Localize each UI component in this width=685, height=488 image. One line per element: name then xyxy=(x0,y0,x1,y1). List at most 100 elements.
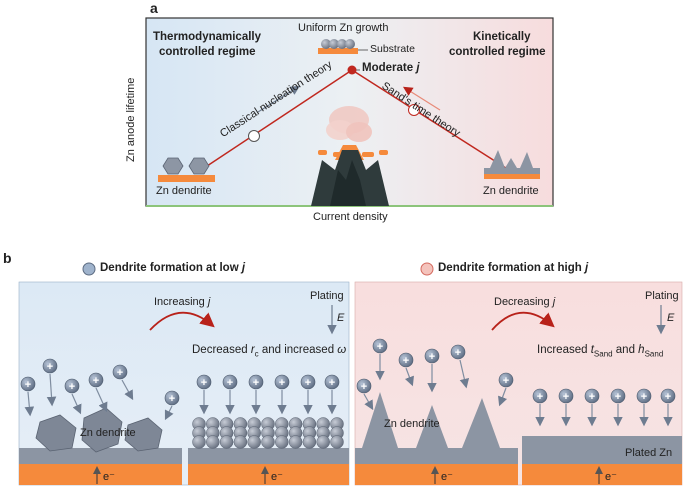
electron-label-3: e⁻ xyxy=(441,471,453,483)
electron-label-4: e⁻ xyxy=(605,471,617,483)
zn-ion: + xyxy=(424,348,440,364)
svg-text:+: + xyxy=(455,347,461,359)
zn-ion: + xyxy=(532,388,548,404)
peak-point xyxy=(347,65,357,75)
zn-ion: + xyxy=(610,388,626,404)
high-j-dendrite-spikes xyxy=(362,392,500,448)
svg-text:+: + xyxy=(665,391,671,403)
left-result-label: Decreased rc and increased ω xyxy=(192,344,347,359)
zn-sphere xyxy=(302,435,317,449)
zn-ion: + xyxy=(660,388,676,404)
zn-sphere xyxy=(192,435,206,449)
right-theory-marker xyxy=(408,104,420,116)
ion-flux-arrow xyxy=(121,379,134,401)
ion-flux-arrow xyxy=(24,391,35,417)
right-header: Dendrite formation at high j xyxy=(438,262,589,274)
zn-ion: + xyxy=(398,352,414,368)
zn-ion: + xyxy=(164,390,180,406)
zn-sphere xyxy=(316,435,330,449)
svg-text:+: + xyxy=(169,393,175,405)
svg-text:+: + xyxy=(429,351,435,363)
right-regime-line1: Kinetically xyxy=(473,31,531,43)
zn-sphere xyxy=(275,435,289,449)
peak-label: Moderate j xyxy=(362,62,420,74)
zn-ion: + xyxy=(636,388,652,404)
volcano-illustration xyxy=(311,106,389,206)
zn-ion: + xyxy=(356,378,372,394)
svg-text:+: + xyxy=(69,381,75,393)
right-dendrite-illustration xyxy=(484,150,540,179)
zn-ion: + xyxy=(222,374,238,390)
left-curve xyxy=(197,69,353,173)
y-axis-label: Zn anode lifetime xyxy=(125,77,137,162)
svg-text:+: + xyxy=(305,377,311,389)
substrate-label: Substrate xyxy=(370,43,415,55)
right-arrow-label: Decreasing j xyxy=(494,296,556,308)
right-plating-label: Plating xyxy=(645,290,679,302)
left-header: Dendrite formation at low j xyxy=(100,262,246,274)
right-dendrite-label: Zn dendrite xyxy=(483,185,539,197)
ion-flux-arrow xyxy=(459,359,470,389)
top-label: Uniform Zn growth xyxy=(298,22,389,34)
electron-label-1: e⁻ xyxy=(103,471,115,483)
svg-text:+: + xyxy=(253,377,259,389)
ion-flux-arrow xyxy=(95,387,108,413)
zn-ion: + xyxy=(324,374,340,390)
zn-sphere xyxy=(288,435,303,449)
svg-text:+: + xyxy=(377,341,383,353)
svg-text:+: + xyxy=(403,355,409,367)
left-dendrite-label: Zn dendrite xyxy=(156,185,212,197)
left-theory-marker xyxy=(248,130,260,142)
ion-flux-arrow xyxy=(46,373,57,407)
zn-ion: + xyxy=(112,364,128,380)
svg-text:+: + xyxy=(279,377,285,389)
zn-ion: + xyxy=(498,372,514,388)
svg-text:+: + xyxy=(641,391,647,403)
ion-flux-arrow xyxy=(363,393,374,411)
right-dendrite-label-b: Zn dendrite xyxy=(384,418,440,430)
svg-text:+: + xyxy=(563,391,569,403)
zn-sphere xyxy=(330,435,344,449)
top-substrate xyxy=(318,48,358,54)
zn-sphere xyxy=(233,435,248,449)
right-curve xyxy=(351,69,510,171)
zn-ion: + xyxy=(88,372,104,388)
zn-sphere xyxy=(261,435,275,449)
zn-ion: + xyxy=(42,358,58,374)
right-transition-arrow xyxy=(491,311,555,331)
svg-text:+: + xyxy=(329,377,335,389)
zn-ion: + xyxy=(584,388,600,404)
uniform-deposit-spheres xyxy=(192,417,344,449)
left-regime-line1: Thermodynamically xyxy=(153,31,262,43)
electron-label-2: e⁻ xyxy=(271,471,283,483)
svg-text:+: + xyxy=(25,379,31,391)
svg-text:+: + xyxy=(201,377,207,389)
right-field-label: E xyxy=(667,312,675,324)
left-regime-line2: controlled regime xyxy=(159,46,256,58)
left-dendrite-label-b: Zn dendrite xyxy=(80,427,136,439)
zn-sphere xyxy=(247,435,261,449)
plated-zn-label: Plated Zn xyxy=(625,447,673,459)
svg-text:+: + xyxy=(503,375,509,387)
left-transition-arrow xyxy=(149,311,215,331)
zn-ion: + xyxy=(274,374,290,390)
zn-sphere xyxy=(206,435,220,449)
zn-ion: + xyxy=(450,344,466,360)
right-regime-line2: controlled regime xyxy=(449,46,546,58)
zn-ion: + xyxy=(300,374,316,390)
svg-text:+: + xyxy=(227,377,233,389)
zn-sphere xyxy=(219,435,234,449)
left-plating-label: Plating xyxy=(310,290,344,302)
zn-ion: + xyxy=(64,378,80,394)
svg-text:+: + xyxy=(615,391,621,403)
ion-flux-arrow xyxy=(498,387,508,407)
svg-text:+: + xyxy=(361,381,367,393)
zn-ion: + xyxy=(20,376,36,392)
svg-text:+: + xyxy=(93,375,99,387)
left-field-label: E xyxy=(337,312,345,324)
ion-flux-arrow xyxy=(164,405,174,421)
zn-ion: + xyxy=(558,388,574,404)
ion-flux-arrow xyxy=(404,367,414,387)
left-dendrite-illustration xyxy=(158,157,215,182)
